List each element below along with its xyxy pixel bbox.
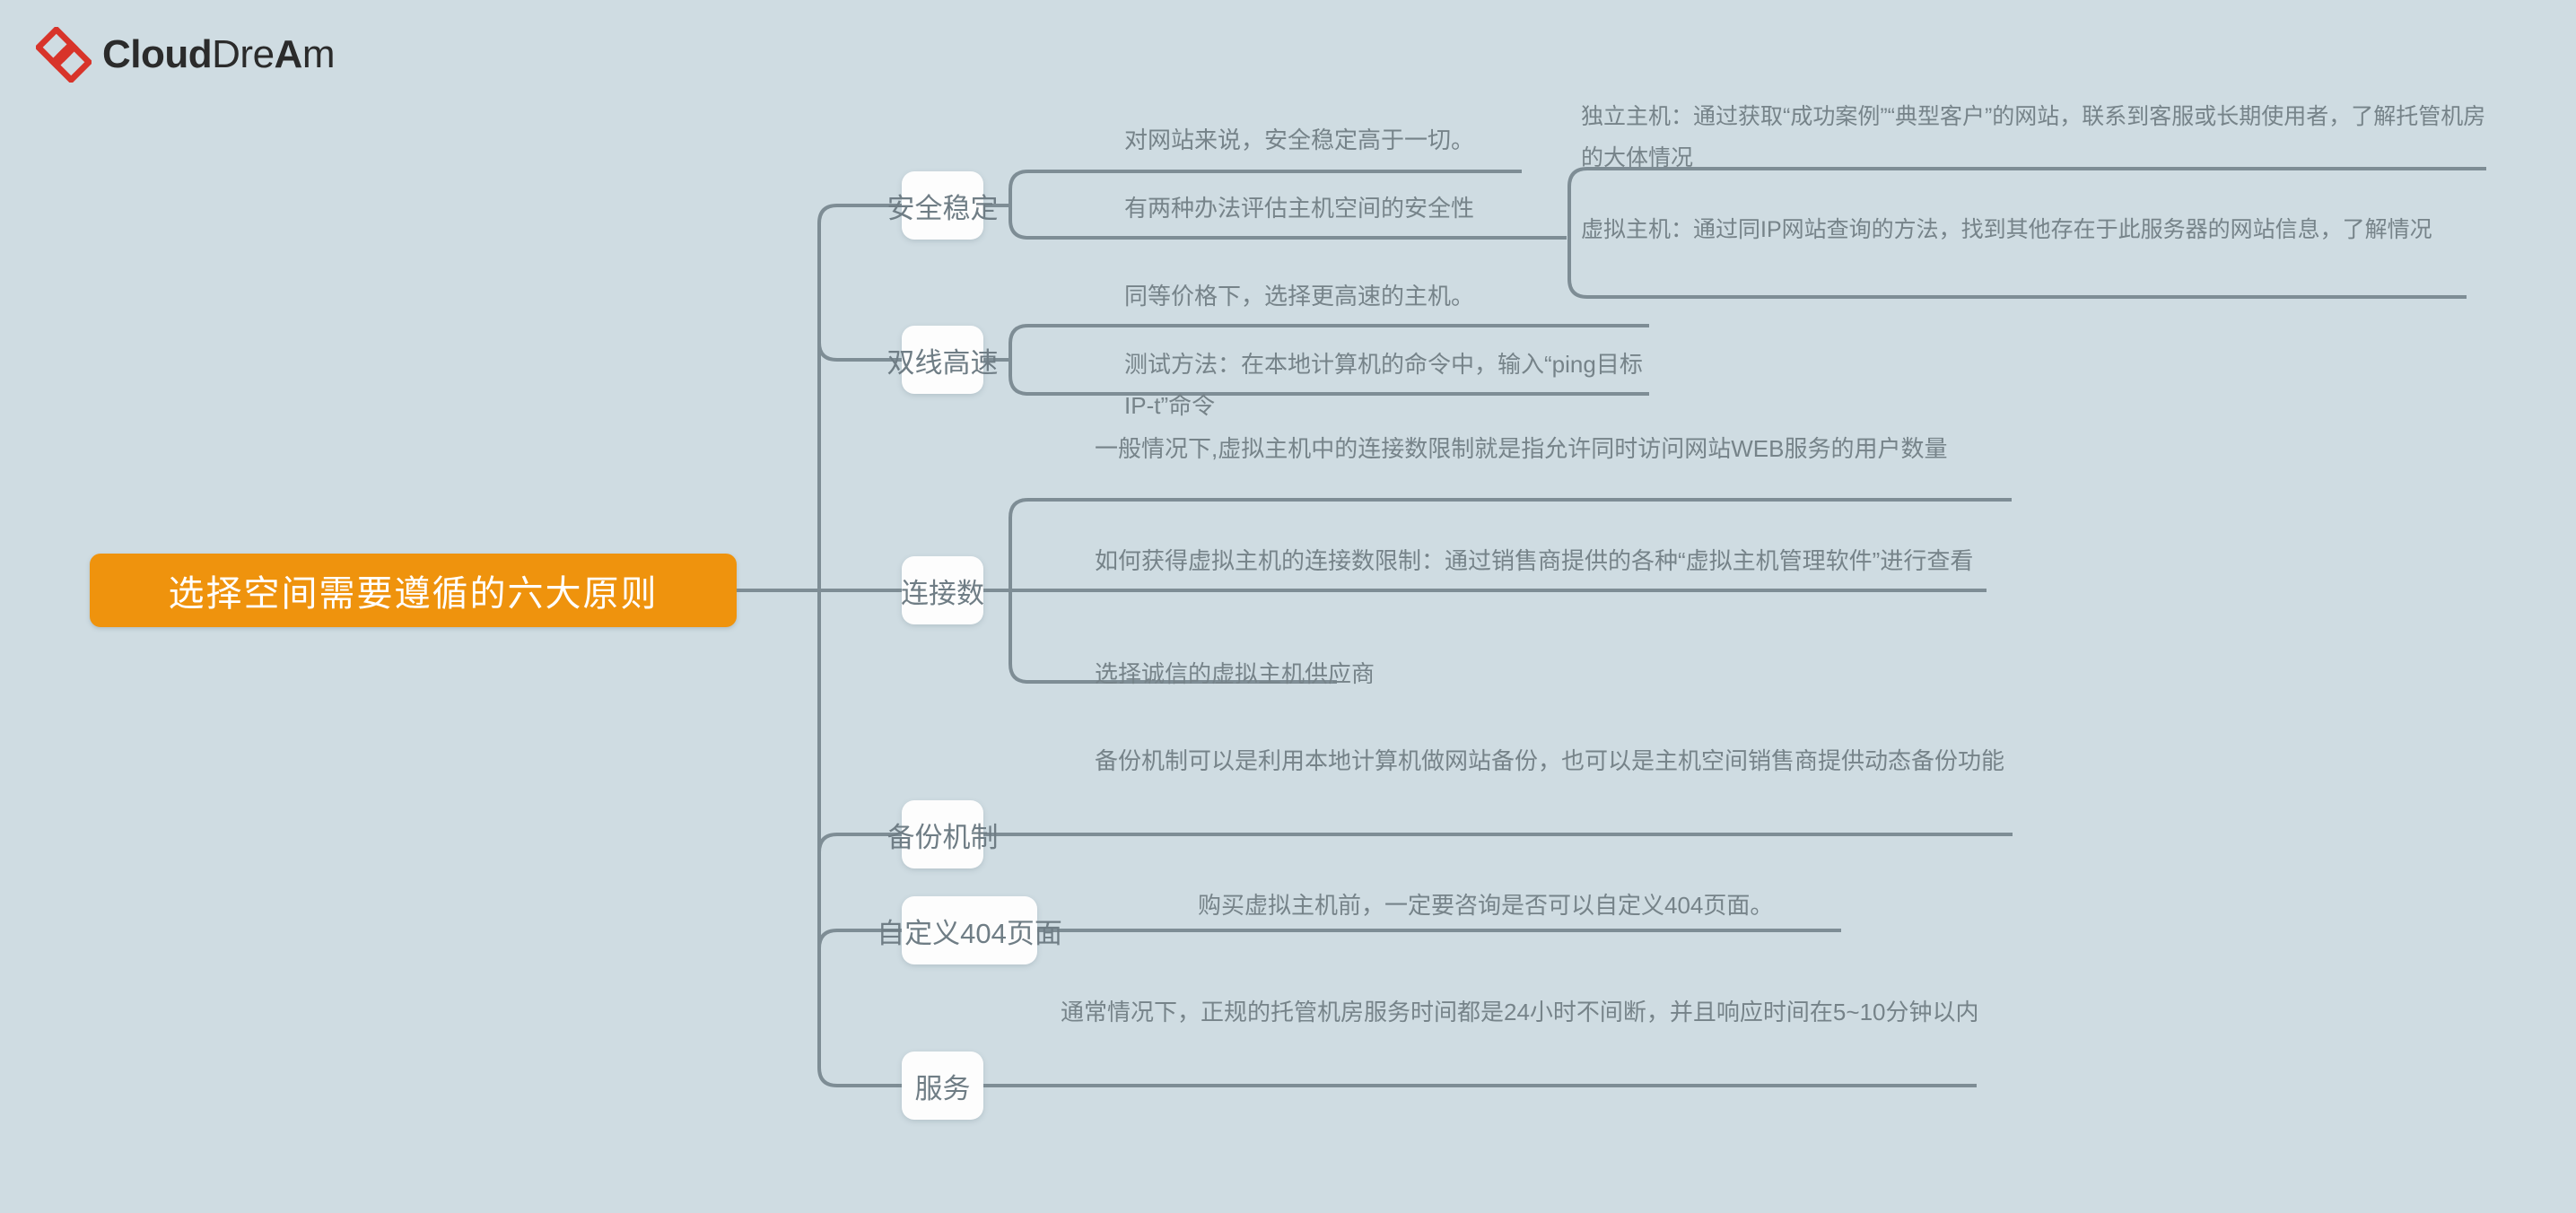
branch-label: 服务 [914, 1072, 971, 1104]
root-node[interactable]: 选择空间需要遵循的六大原则 [90, 554, 737, 627]
brand-name-bold: Cloud [102, 32, 213, 76]
brand-wordmark: CloudDreAm [102, 35, 335, 74]
leaf-node[interactable]: 一般情况下,虚拟主机中的连接数限制就是指允许同时访问网站WEB服务的用户数量 [1095, 428, 2019, 469]
leaf-text: 如何获得虚拟主机的连接数限制：通过销售商提供的各种“虚拟主机管理软件”进行查看 [1095, 547, 1974, 574]
branch-label: 备份机制 [886, 821, 999, 853]
leaf-node[interactable]: 测试方法：在本地计算机的命令中，输入“ping目标IP-t”命令 [1124, 344, 1663, 426]
branch-node-备份机制[interactable]: 备份机制 [887, 800, 999, 868]
brand-name-tail: m [301, 32, 336, 76]
leaf-node[interactable]: 同等价格下，选择更高速的主机。 [1124, 275, 1663, 317]
leaf-node[interactable]: 如何获得虚拟主机的连接数限制：通过销售商提供的各种“虚拟主机管理软件”进行查看 [1095, 540, 2001, 581]
brand-name-light: Dre [212, 32, 275, 76]
branch-node-安全稳定[interactable]: 安全稳定 [887, 171, 999, 240]
branch-label: 安全稳定 [886, 192, 999, 224]
leaf-text: 备份机制可以是利用本地计算机做网站备份，也可以是主机空间销售商提供动态备份功能 [1095, 747, 2005, 774]
leaf-text: 虚拟主机：通过同IP网站查询的方法，找到其他存在于此服务器的网站信息，了解情况 [1581, 217, 2432, 242]
leaf-node[interactable]: 独立主机：通过获取“成功案例”“典型客户”的网站，联系到客服或长期使用者，了解托… [1581, 96, 2492, 179]
leaf-node[interactable]: 备份机制可以是利用本地计算机做网站备份，也可以是主机空间销售商提供动态备份功能 [1095, 740, 2032, 781]
leaf-node[interactable]: 对网站来说，安全稳定高于一切。 [1124, 119, 1546, 161]
clouddream-logo-icon [36, 27, 92, 83]
leaf-text: 一般情况下,虚拟主机中的连接数限制就是指允许同时访问网站WEB服务的用户数量 [1095, 435, 1948, 462]
leaf-text: 测试方法：在本地计算机的命令中，输入“ping目标IP-t”命令 [1124, 351, 1643, 419]
leaf-text: 购买虚拟主机前，一定要咨询是否可以自定义404页面。 [1198, 892, 1774, 919]
branch-node-双线高速[interactable]: 双线高速 [887, 326, 999, 394]
brand-name-accent: A [274, 32, 303, 76]
branch-node-服务[interactable]: 服务 [902, 1052, 983, 1120]
leaf-node[interactable]: 虚拟主机：通过同IP网站查询的方法，找到其他存在于此服务器的网站信息，了解情况 [1581, 209, 2478, 250]
leaf-node[interactable]: 有两种办法评估主机空间的安全性 [1124, 188, 1546, 229]
branch-label: 连接数 [901, 577, 984, 609]
leaf-text: 通常情况下，正规的托管机房服务时间都是24小时不间断，并且响应时间在5~10分钟… [1061, 999, 1979, 1025]
branch-label: 自定义404页面 [877, 917, 1062, 949]
leaf-node[interactable]: 购买虚拟主机前，一定要咨询是否可以自定义404页面。 [1198, 885, 1907, 926]
leaf-text: 同等价格下，选择更高速的主机。 [1124, 283, 1475, 310]
branch-node-自定义404页面[interactable]: 自定义404页面 [877, 896, 1062, 964]
branch-label: 双线高速 [886, 346, 999, 379]
leaf-text: 对网站来说，安全稳定高于一切。 [1124, 127, 1475, 153]
leaf-text: 有两种办法评估主机空间的安全性 [1124, 195, 1475, 222]
branch-node-连接数[interactable]: 连接数 [901, 556, 984, 624]
brand-logo: CloudDreAm [36, 27, 335, 83]
leaf-text: 独立主机：通过获取“成功案例”“典型客户”的网站，联系到客服或长期使用者，了解托… [1581, 104, 2486, 170]
root-node-label: 选择空间需要遵循的六大原则 [168, 574, 659, 614]
leaf-node[interactable]: 通常情况下，正规的托管机房服务时间都是24小时不间断，并且响应时间在5~10分钟… [1061, 991, 1980, 1033]
leaf-node[interactable]: 选择诚信的虚拟主机供应商 [1095, 653, 2001, 694]
leaf-text: 选择诚信的虚拟主机供应商 [1095, 660, 1375, 687]
